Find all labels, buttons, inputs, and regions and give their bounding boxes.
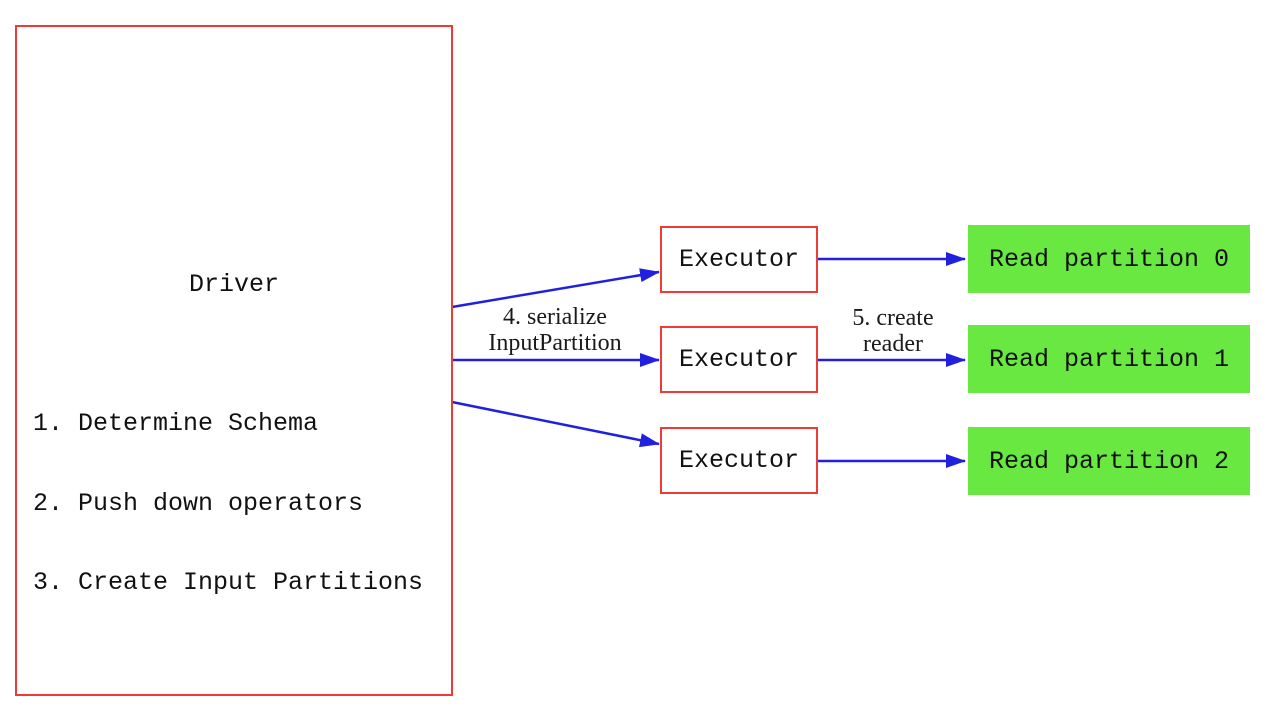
executor-2-label: Executor bbox=[678, 345, 800, 374]
serialize-annotation-line1: 4. serialize bbox=[503, 304, 607, 330]
read-partition-2-box: Read partition 2 bbox=[968, 427, 1250, 495]
driver-step-2: 2. Push down operators bbox=[33, 488, 364, 518]
driver-box: Driver 1. Determine Schema 2. Push down … bbox=[15, 25, 453, 696]
serialize-annotation-line2: InputPartition bbox=[488, 330, 622, 356]
create-reader-annotation-line2: reader bbox=[863, 331, 923, 357]
arrow-driver-to-executor-1 bbox=[451, 268, 660, 309]
executor-box-3: Executor bbox=[660, 427, 818, 494]
executor-3-label: Executor bbox=[678, 446, 800, 475]
read-partition-1-label: Read partition 1 bbox=[988, 344, 1230, 374]
driver-step-3: 3. Create Input Partitions bbox=[33, 568, 424, 597]
driver-step-1: 1. Determine Schema bbox=[33, 409, 319, 438]
arrow-driver-to-executor-3 bbox=[451, 400, 660, 448]
driver-steps: 1. Determine Schema 2. Push down operato… bbox=[33, 358, 423, 650]
create-reader-annotation: 5. create reader bbox=[818, 305, 968, 357]
driver-title: Driver bbox=[188, 270, 279, 299]
executor-box-1: Executor bbox=[660, 226, 818, 293]
read-partition-0-label: Read partition 0 bbox=[988, 244, 1230, 274]
read-partition-2-label: Read partition 2 bbox=[988, 446, 1230, 476]
executor-1-label: Executor bbox=[678, 245, 800, 274]
read-partition-1-box: Read partition 1 bbox=[968, 325, 1250, 393]
serialize-annotation: 4. serialize InputPartition bbox=[455, 304, 655, 356]
create-reader-annotation-line1: 5. create bbox=[852, 305, 934, 331]
read-partition-0-box: Read partition 0 bbox=[968, 225, 1250, 293]
executor-box-2: Executor bbox=[660, 326, 818, 393]
